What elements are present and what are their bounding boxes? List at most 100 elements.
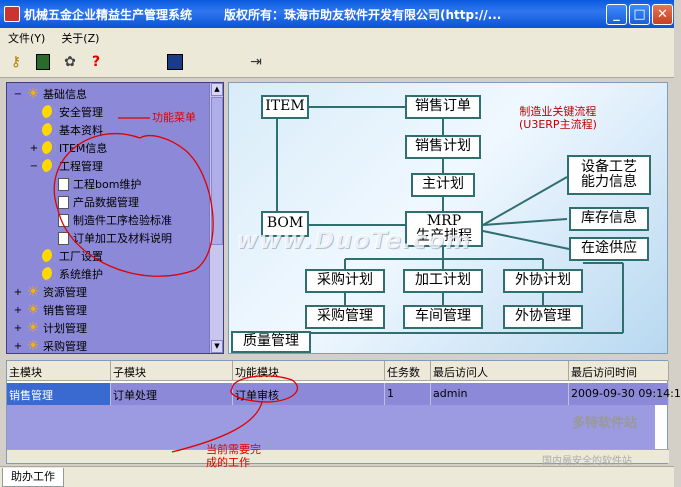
tree-item-label: 基础信息: [43, 88, 87, 101]
column-header[interactable]: 任务数: [385, 361, 431, 380]
sun-icon: ☀: [26, 86, 40, 102]
tree-item[interactable]: 系统维护: [29, 265, 103, 283]
menu-about[interactable]: 关于(Z): [61, 31, 100, 45]
diagram-connectors: [231, 106, 624, 334]
minimize-button[interactable]: _: [606, 4, 627, 25]
toolbar: ⚷ ✿ ? ⇥: [0, 47, 674, 78]
tree-item-label: 计划管理: [43, 322, 87, 335]
tree-item[interactable]: +☀采购管理: [13, 337, 87, 355]
app-icon: [4, 6, 20, 22]
expander-icon[interactable]: +: [13, 304, 23, 316]
box-quality-mgmt: 质量管理: [231, 331, 311, 353]
moon-icon: [42, 249, 56, 263]
tree-item-label: 工厂设置: [59, 250, 103, 263]
tree-item-label: 制造件工序检验标准: [73, 214, 172, 227]
grid-header: 主模块子模块功能模块任务数最后访问人最后访问时间: [7, 361, 669, 381]
diagram-note-line1: 制造业关键流程: [519, 105, 597, 118]
document-icon: [58, 195, 69, 209]
tree-item-label: ITEM信息: [59, 142, 108, 155]
expander-icon[interactable]: +: [13, 322, 23, 334]
watermark-site: 多特软件站: [572, 416, 638, 431]
watermark-slogan: 国内最安全的软件站: [542, 456, 632, 467]
expander-icon[interactable]: +: [13, 340, 23, 352]
tree-item[interactable]: 工程bom维护: [45, 175, 141, 193]
tree-item[interactable]: + ITEM信息: [29, 139, 107, 157]
key-icon[interactable]: ⚷: [10, 54, 22, 70]
tree-item-label: 采购管理: [43, 340, 87, 353]
menu-bar: 文件(Y) 关于(Z): [0, 28, 674, 47]
moon-icon: [42, 105, 56, 119]
tree-item-label: 工程管理: [59, 160, 103, 173]
tree-item[interactable]: 订单加工及材料说明: [45, 229, 172, 247]
tree-item[interactable]: +☀销售管理: [13, 301, 87, 319]
app-title: 机械五金企业精益生产管理系统: [24, 7, 193, 22]
sun-icon: ☀: [26, 302, 40, 318]
tree-item[interactable]: 安全管理: [29, 103, 103, 121]
box-purchase-mgmt: 采购管理: [305, 305, 385, 329]
column-header[interactable]: 最后访问人: [431, 361, 569, 380]
expander-icon[interactable]: +: [13, 286, 23, 298]
box-master-plan: 主计划: [411, 173, 475, 197]
tab-assistant-work[interactable]: 助办工作: [2, 468, 64, 487]
box-item: ITEM: [261, 95, 309, 119]
switch-user-icon[interactable]: [165, 52, 185, 72]
annotation-task-line2: 成的工作: [206, 456, 250, 470]
tree-item-label: 销售管理: [43, 304, 87, 317]
document-icon: [58, 231, 69, 245]
box-sales-plan: 销售计划: [405, 135, 481, 159]
tree-item[interactable]: 产品数据管理: [45, 193, 139, 211]
settings-icon[interactable]: ✿: [64, 54, 76, 70]
tree-scrollbar[interactable]: ▲▼: [209, 83, 223, 353]
calculator-icon[interactable]: [33, 52, 53, 72]
box-bom: BOM: [261, 211, 309, 237]
scroll-thumb[interactable]: [211, 97, 223, 245]
window-title: 机械五金企业精益生产管理系统 版权所有：珠海市助友软件开发有限公司(http://…: [24, 6, 624, 23]
table-cell: 订单审核: [233, 383, 385, 405]
column-header[interactable]: 主模块: [7, 361, 111, 380]
box-outsource-mgmt: 外协管理: [503, 305, 583, 329]
maximize-button[interactable]: □: [629, 4, 650, 25]
box-workshop-mgmt: 车间管理: [403, 305, 483, 329]
tree-item-label: 产品数据管理: [73, 196, 139, 209]
process-diagram: ITEM 销售订单 销售计划 主计划 BOM MRP 生产排程 设备工艺 能力信…: [228, 82, 668, 354]
table-cell: 1: [385, 383, 431, 405]
exit-icon[interactable]: ⇥: [250, 54, 262, 70]
tree-item[interactable]: +☀资源管理: [13, 283, 87, 301]
diagram-note-line2: (U3ERP主流程): [519, 118, 597, 132]
tree-item[interactable]: −☀基础信息: [13, 85, 87, 103]
bottom-bar: 助办工作: [0, 466, 674, 487]
annotation-function-menu: 功能菜单: [152, 111, 196, 124]
menu-file[interactable]: 文件(Y): [8, 31, 46, 45]
help-icon[interactable]: ?: [91, 54, 101, 70]
function-tree: −☀基础信息安全管理基本资料+ITEM信息−工程管理工程bom维护产品数据管理制…: [6, 82, 224, 354]
annotation-current-task: 当前需要完 成的工作: [206, 443, 261, 469]
tree-item[interactable]: − 工程管理: [29, 157, 103, 175]
copyright-text: 版权所有：珠海市助友软件开发有限公司(http://...: [224, 7, 502, 22]
column-header[interactable]: 子模块: [111, 361, 233, 380]
moon-icon: [42, 159, 56, 173]
expander-icon[interactable]: −: [29, 160, 39, 172]
tree-item-label: 系统维护: [59, 268, 103, 281]
box-equipment: 设备工艺 能力信息: [567, 155, 651, 195]
document-icon: [58, 177, 69, 191]
scroll-down-icon[interactable]: ▼: [211, 340, 223, 353]
tree-item[interactable]: 工厂设置: [29, 247, 103, 265]
grid-empty-area: [7, 405, 655, 449]
tree-item-label: 订单加工及材料说明: [73, 232, 172, 245]
close-button[interactable]: ✕: [652, 4, 673, 25]
column-header[interactable]: 最后访问时间: [569, 361, 669, 380]
annotation-task-line1: 当前需要完: [206, 443, 261, 456]
duote-watermark: www.DuoTe.com: [236, 226, 471, 254]
expander-icon[interactable]: +: [29, 142, 39, 154]
box-process-plan: 加工计划: [403, 269, 483, 293]
expander-icon[interactable]: −: [13, 88, 23, 100]
moon-icon: [42, 123, 56, 137]
scroll-up-icon[interactable]: ▲: [211, 83, 223, 96]
tree-item[interactable]: +☀计划管理: [13, 319, 87, 337]
tree-item[interactable]: 基本资料: [29, 121, 103, 139]
sun-icon: ☀: [26, 284, 40, 300]
tree-item-label: 资源管理: [43, 286, 87, 299]
